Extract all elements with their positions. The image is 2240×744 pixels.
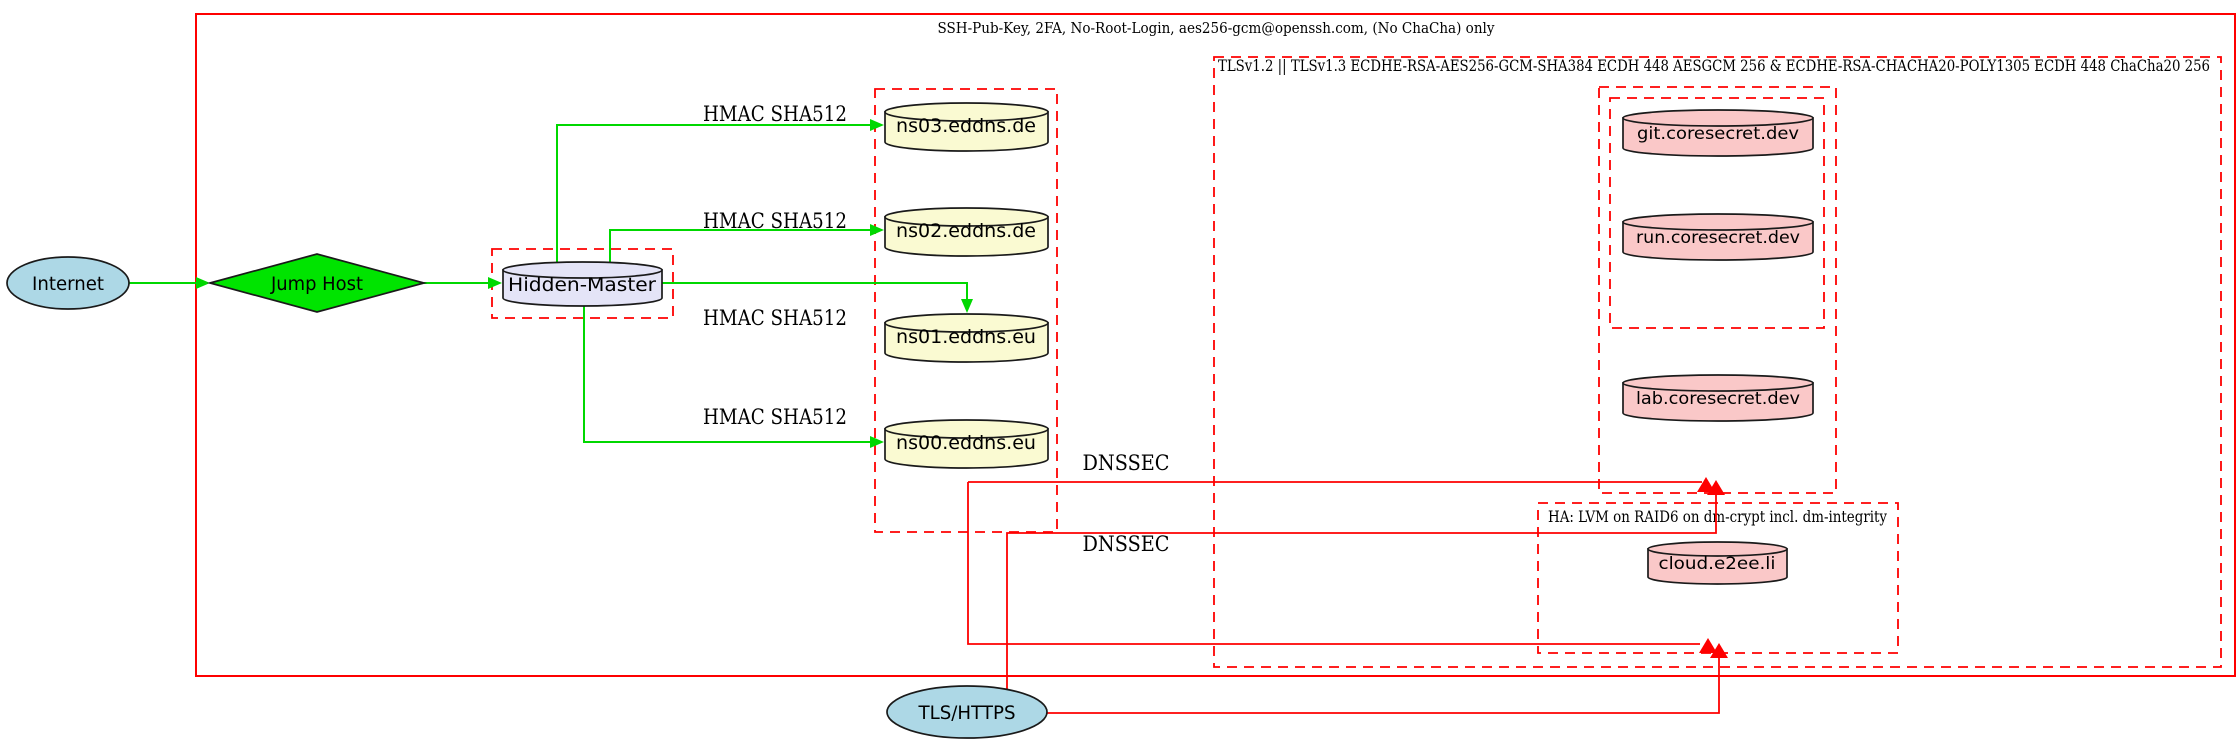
edge-dnssec-to-coresecret: [968, 477, 1715, 492]
edge-label-hmac-ns02: HMAC SHA512: [703, 209, 847, 233]
node-ns02: ns02.eddns.de: [884, 207, 1049, 257]
edge-hiddenmaster-to-ns02: [609, 224, 884, 266]
edge-label-dnssec-2: DNSSEC: [1083, 532, 1170, 556]
edge-jumphost-to-hiddenmaster: [424, 277, 502, 289]
edge-label-hmac-ns00: HMAC SHA512: [703, 405, 847, 429]
node-hidden-master: Hidden-Master: [502, 261, 663, 307]
node-ns01: ns01.eddns.eu: [884, 313, 1049, 363]
node-ns00: ns00.eddns.eu: [884, 419, 1049, 469]
green-arrowhead-icon: [196, 277, 210, 289]
node-hidden-master-label: Hidden-Master: [508, 274, 656, 296]
node-internet: Internet: [6, 256, 130, 310]
node-ns03-label: ns03.eddns.de: [896, 115, 1036, 137]
node-git-coresecret: git.coresecret.dev: [1622, 109, 1814, 157]
red-arrowhead-icon: [1707, 480, 1725, 495]
green-arrowhead-icon: [870, 119, 884, 131]
node-cloud-label: cloud.e2ee.li: [1659, 554, 1776, 574]
node-run-coresecret: run.coresecret.dev: [1622, 213, 1814, 261]
edge-label-dnssec-1: DNSSEC: [1083, 451, 1170, 475]
edge-label-hmac-ns03: HMAC SHA512: [703, 102, 847, 126]
cluster-nameservers-box: [874, 88, 1058, 533]
edge-label-hmac-ns01: HMAC SHA512: [703, 306, 847, 330]
cluster-tls-label: TLSv1.2 || TLSv1.3 ECDHE-RSA-AES256-GCM-…: [1218, 57, 2210, 75]
edge-hiddenmaster-to-ns03: [556, 119, 884, 266]
node-ns00-label: ns00.eddns.eu: [896, 432, 1036, 454]
cluster-tls-box: [1213, 56, 2222, 668]
green-arrowhead-icon: [961, 299, 973, 313]
node-internet-label: Internet: [32, 273, 104, 295]
edge-internet-to-jumphost: [129, 277, 210, 289]
red-arrowhead-icon: [1699, 638, 1717, 653]
red-arrowhead-icon: [1697, 477, 1715, 492]
cluster-ssh-box: [195, 13, 2236, 677]
node-run-label: run.coresecret.dev: [1636, 228, 1800, 248]
node-git-label: git.coresecret.dev: [1637, 124, 1799, 144]
node-ns02-label: ns02.eddns.de: [896, 220, 1036, 242]
node-jump-host: Jump Host: [206, 253, 428, 313]
node-cloud-e2ee: cloud.e2ee.li: [1647, 541, 1788, 585]
node-jump-host-label: Jump Host: [270, 273, 363, 295]
node-ns03: ns03.eddns.de: [884, 102, 1049, 152]
cluster-coresecret-inner-box: [1609, 97, 1825, 329]
node-ns01-label: ns01.eddns.eu: [896, 326, 1036, 348]
node-tls-https: TLS/HTTPS: [886, 685, 1048, 739]
node-lab-coresecret: lab.coresecret.dev: [1622, 374, 1814, 422]
node-lab-label: lab.coresecret.dev: [1636, 389, 1800, 409]
edge-dnssec-to-ha: [967, 482, 1717, 653]
cluster-ha-label: HA: LVM on RAID6 on dm-crypt incl. dm-in…: [1548, 508, 1887, 526]
green-arrowhead-icon: [488, 277, 502, 289]
edge-hiddenmaster-to-ns01: [662, 282, 973, 313]
edge-tlshttps-to-coresecret: [1006, 480, 1725, 691]
green-arrowhead-icon: [870, 224, 884, 236]
edge-hiddenmaster-to-ns00: [583, 303, 884, 448]
node-tls-https-label: TLS/HTTPS: [918, 702, 1016, 724]
green-arrowhead-icon: [870, 436, 884, 448]
red-arrowhead-icon: [1710, 643, 1728, 658]
cluster-ssh-label: SSH-Pub-Key, 2FA, No-Root-Login, aes256-…: [938, 19, 1495, 37]
edge-tlshttps-to-ha: [1045, 643, 1728, 714]
